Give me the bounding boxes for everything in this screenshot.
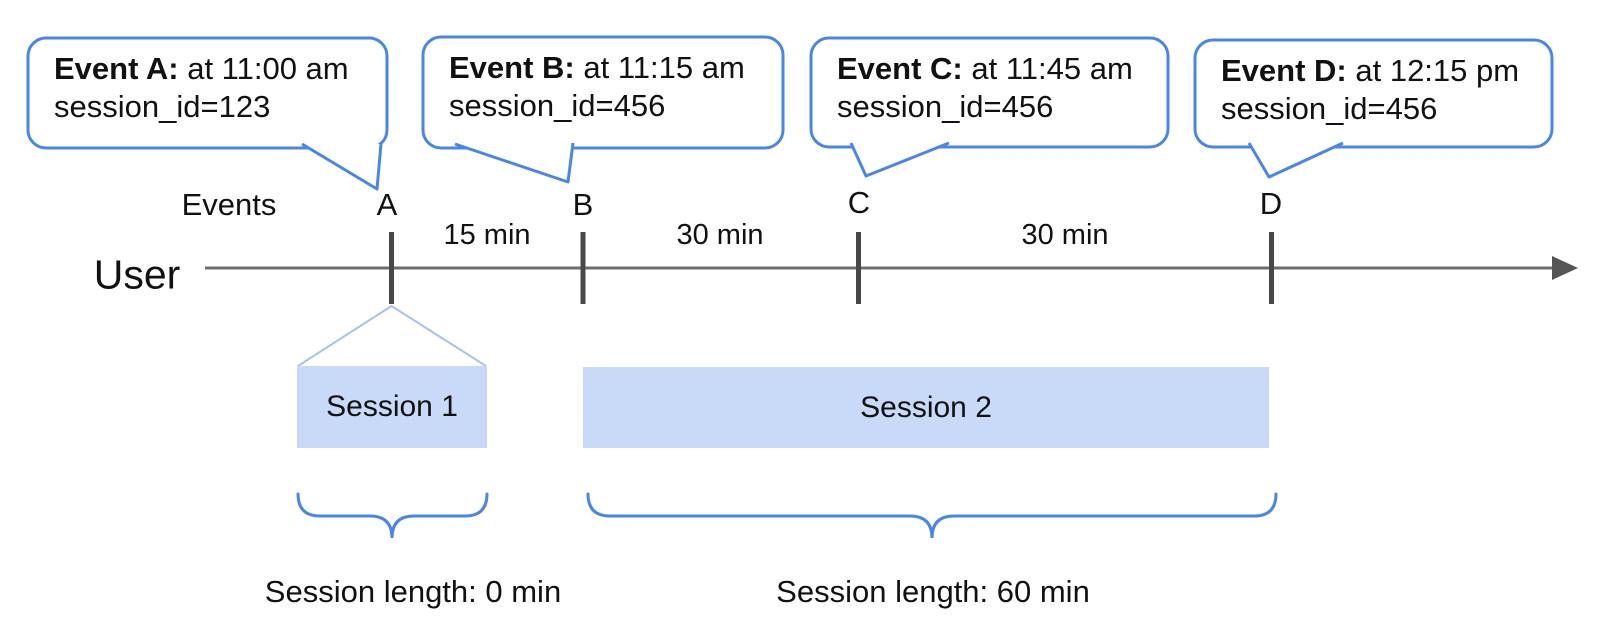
- session1-brace: [296, 492, 489, 539]
- callout-b-bubble: [421, 35, 785, 150]
- callout-c-session-id: session_id=456: [837, 89, 1054, 124]
- callout-a-time: at 11:00 am: [178, 51, 349, 86]
- event-marker-c: C: [847, 184, 871, 220]
- session-1-box: Session 1: [297, 366, 487, 448]
- callout-c-line1: Event C: at 11:45 am: [837, 50, 1133, 88]
- interval-c-d-label: 30 min: [1021, 219, 1109, 252]
- callout-a-line1: Event A: at 11:00 am: [54, 50, 349, 88]
- session-2-length-label: Session length: 60 min: [776, 573, 1090, 609]
- callout-b-tail: [454, 142, 575, 184]
- user-label: User: [93, 251, 181, 298]
- callout-a-title: Event A:: [54, 51, 179, 86]
- callout-a-bubble: [26, 36, 389, 150]
- session-1-length-label: Session length: 0 min: [264, 573, 562, 609]
- session1-funnel-lines: [297, 305, 487, 367]
- callout-c-text: Event C: at 11:45 am session_id=456: [837, 50, 1133, 126]
- session-1-label: Session 1: [326, 390, 458, 423]
- callout-c-tail: [849, 141, 950, 178]
- interval-b-c-label: 30 min: [676, 219, 764, 252]
- interval-a-b-label: 15 min: [443, 219, 531, 252]
- callout-c-title: Event C:: [837, 51, 963, 86]
- callout-b-time: at 11:15 am: [574, 50, 745, 85]
- callout-a-session-id: session_id=123: [54, 89, 271, 124]
- callout-d-text: Event D: at 12:15 pm session_id=456: [1221, 52, 1519, 128]
- callout-d-tail: [1247, 141, 1344, 179]
- callout-c-time: at 11:45 am: [962, 51, 1133, 86]
- timeline-arrowhead-icon: [1552, 256, 1578, 280]
- event-marker-b: B: [572, 186, 594, 222]
- callout-a-tail: [301, 142, 383, 191]
- event-marker-d: D: [1259, 185, 1283, 221]
- callout-b-line1: Event B: at 11:15 am: [449, 49, 745, 87]
- event-marker-a: A: [376, 186, 398, 222]
- session-2-box: Session 2: [583, 367, 1269, 448]
- callout-b-text: Event B: at 11:15 am session_id=456: [449, 49, 745, 125]
- callout-b-title: Event B:: [449, 50, 575, 85]
- callout-c-bubble: [809, 36, 1170, 149]
- callout-a-text: Event A: at 11:00 am session_id=123: [54, 50, 349, 126]
- session-2-label: Session 2: [860, 390, 992, 424]
- callout-d-title: Event D:: [1221, 53, 1347, 88]
- callout-d-time: at 12:15 pm: [1346, 53, 1520, 88]
- session2-brace: [586, 492, 1278, 539]
- callout-d-line1: Event D: at 12:15 pm: [1221, 52, 1519, 90]
- callout-d-session-id: session_id=456: [1221, 91, 1438, 126]
- callout-b-session-id: session_id=456: [449, 88, 666, 123]
- callout-d-bubble: [1193, 38, 1554, 149]
- events-axis-label: Events: [181, 186, 277, 222]
